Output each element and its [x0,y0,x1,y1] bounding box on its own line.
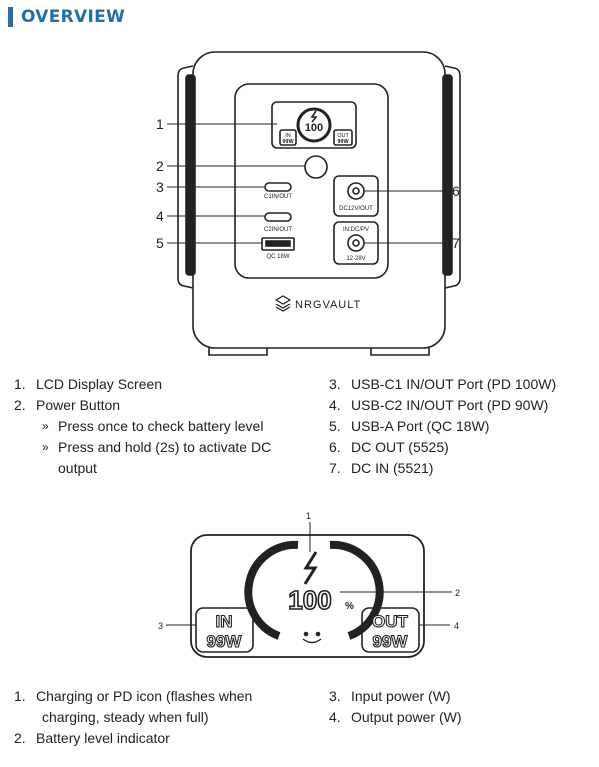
lcd-in-label: IN [285,133,291,139]
lcd-out-label: OUT [337,133,349,139]
device-callout-numbers: 1 2 3 4 5 6 7 [156,116,460,251]
display-callout-3: 3 [158,621,163,631]
display-out-box [361,607,420,653]
usb-a-port-inner [265,240,291,247]
left-handle [177,65,194,289]
left-handle-grip [185,74,196,276]
device-callout-6: 6 [452,183,460,199]
display-list-left: 1.Charging or PD icon (flashes when char… [14,686,314,749]
device-callout-5: 5 [156,235,164,251]
usb-c1-port [264,182,292,192]
device-callout-7: 7 [452,235,460,251]
list-item: 2.Power Button [14,397,121,413]
dc-out-pin [352,187,360,195]
dc-out-port [347,182,365,200]
right-handle-grip [442,74,453,276]
list-item: 1.LCD Display Screen [14,376,163,392]
dc-in-label-bottom: 12-28V [346,256,365,262]
heading-accent-bar [8,7,13,27]
display-callout-numbers: 1 2 3 4 [158,511,460,631]
brand-logo-icon [274,295,292,312]
right-handle [444,65,461,289]
lcd-bolt-icon [310,110,318,123]
dc-in-label-top: IN:DC/PV [343,227,369,233]
display-callout-4: 4 [454,621,459,631]
display-in-value: 99W [207,632,243,651]
device-callout-1: 1 [156,116,164,132]
list-item: 4.Output power (W) [329,709,462,725]
sub-list-item: »Press and hold (2s) to activate DC [42,439,272,455]
usb-c1-label: C1IN/OUT [264,194,292,200]
dc-in-port [347,234,365,252]
display-in-label: IN [216,612,233,631]
usb-c2-port [264,212,292,222]
list-item: 3.USB-C1 IN/OUT Port (PD 100W) [329,376,557,392]
display-out-value: 99W [373,632,409,651]
device-callout-4: 4 [156,208,164,224]
parts-list-right: 3.USB-C1 IN/OUT Port (PD 100W) 4.USB-C2 … [329,374,594,479]
list-item: 6.DC OUT (5525) [329,439,449,455]
lcd-ring [296,107,332,143]
list-item: 3.Input power (W) [329,688,451,704]
device-callout-2: 2 [156,158,164,174]
list-item-continuation: charging, steady when full) [42,709,209,725]
display-out-label: OUT [372,612,409,631]
device-callout-3: 3 [156,179,164,195]
dc-in-pin [352,239,360,247]
display-callout-1: 1 [306,511,311,521]
battery-ring-right [329,540,384,640]
display-callout-lines [166,522,452,626]
lcd-in-value: 99W [282,139,294,145]
device-feet [208,348,430,356]
section-heading: OVERVIEW [8,4,125,30]
smiley-icon [302,631,322,644]
sub-list-item-continuation: output [58,460,97,476]
list-item: 2.Battery level indicator [14,730,170,746]
lcd-out-value: 99W [337,139,349,145]
list-item: 4.USB-C2 IN/OUT Port (PD 90W) [329,397,549,413]
display-percent: % [345,601,354,612]
list-item: 5.USB-A Port (QC 18W) [329,418,490,434]
charging-bolt-icon [303,551,318,585]
dc-out-panel [333,175,379,217]
usb-a-label: QC 18W [266,254,289,260]
display-detail-frame [190,534,425,658]
front-panel [234,83,389,279]
sub-list-item: »Press once to check battery level [42,418,264,434]
lcd-screen [271,101,357,149]
heading-title: OVERVIEW [21,7,126,27]
lcd-level: 100 [305,122,323,134]
device-callout-lines [167,123,447,244]
usb-a-port [261,237,295,251]
battery-ring-left [244,540,299,640]
usb-c2-label: C2IN/OUT [264,227,292,233]
display-in-box [195,607,254,653]
parts-list-left: 1.LCD Display Screen 2.Power Button »Pre… [14,374,314,479]
display-level: 100 [288,585,331,615]
lcd-out-box [333,129,353,146]
display-list-right: 3.Input power (W) 4.Output power (W) [329,686,594,728]
list-item: 1.Charging or PD icon (flashes when [14,688,253,704]
list-item: 7.DC IN (5521) [329,460,434,476]
display-callout-2: 2 [455,588,460,598]
brand-name: NRGVAULT [295,299,361,311]
dc-out-label: DC12V/OUT [339,206,373,212]
power-button [304,155,328,179]
lcd-in-box [279,129,297,146]
